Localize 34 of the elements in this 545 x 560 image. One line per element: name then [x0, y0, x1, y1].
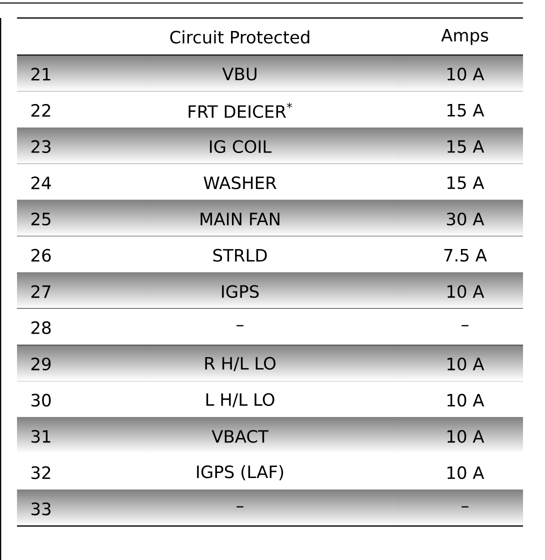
table-cell: 31	[17, 417, 150, 454]
table-cell: 21	[17, 55, 150, 92]
header-cell: Amps	[441, 29, 488, 45]
table-cell: 30 A	[400, 200, 523, 236]
table-cell: 24	[31, 176, 51, 190]
table-cell: IGPS (LAF)	[197, 465, 284, 480]
table-cell: 22	[31, 104, 50, 117]
table-cell: 10 A	[448, 394, 484, 407]
table-cell: –	[236, 325, 244, 326]
table-cell: 10 A	[448, 466, 484, 480]
table-cell: 15 A	[400, 128, 523, 164]
table-cell: 10 A	[400, 55, 523, 92]
table-cell: 25	[17, 200, 150, 236]
table-cell: 23	[17, 128, 150, 164]
table-cell: 15 A	[448, 176, 484, 190]
header-cell: Circuit Protected	[170, 30, 310, 44]
table-cell: –	[400, 490, 523, 526]
table-cell: –	[462, 325, 468, 326]
table-cell: 33	[17, 490, 150, 526]
table-cell: 30	[32, 394, 51, 407]
table-cell: 7.5 A	[444, 249, 487, 262]
table-cell: FRT DEICER$^{*}$	[188, 102, 292, 118]
table-cell: 28	[31, 321, 51, 334]
table-cell: 10 A	[400, 344, 523, 382]
table-cell: 32	[32, 466, 50, 480]
table-cell: STRLD	[213, 248, 267, 262]
table-cell: 15 A	[448, 104, 484, 117]
table-cell: 29	[17, 344, 150, 382]
table-cell: WASHER	[204, 176, 276, 190]
table-cell: 10 A	[400, 417, 523, 454]
table-cell: 10 A	[400, 272, 523, 309]
table-cell: 27	[17, 272, 150, 309]
table-cell: 26	[31, 248, 51, 262]
table-cell: L H/L LO	[206, 393, 274, 408]
